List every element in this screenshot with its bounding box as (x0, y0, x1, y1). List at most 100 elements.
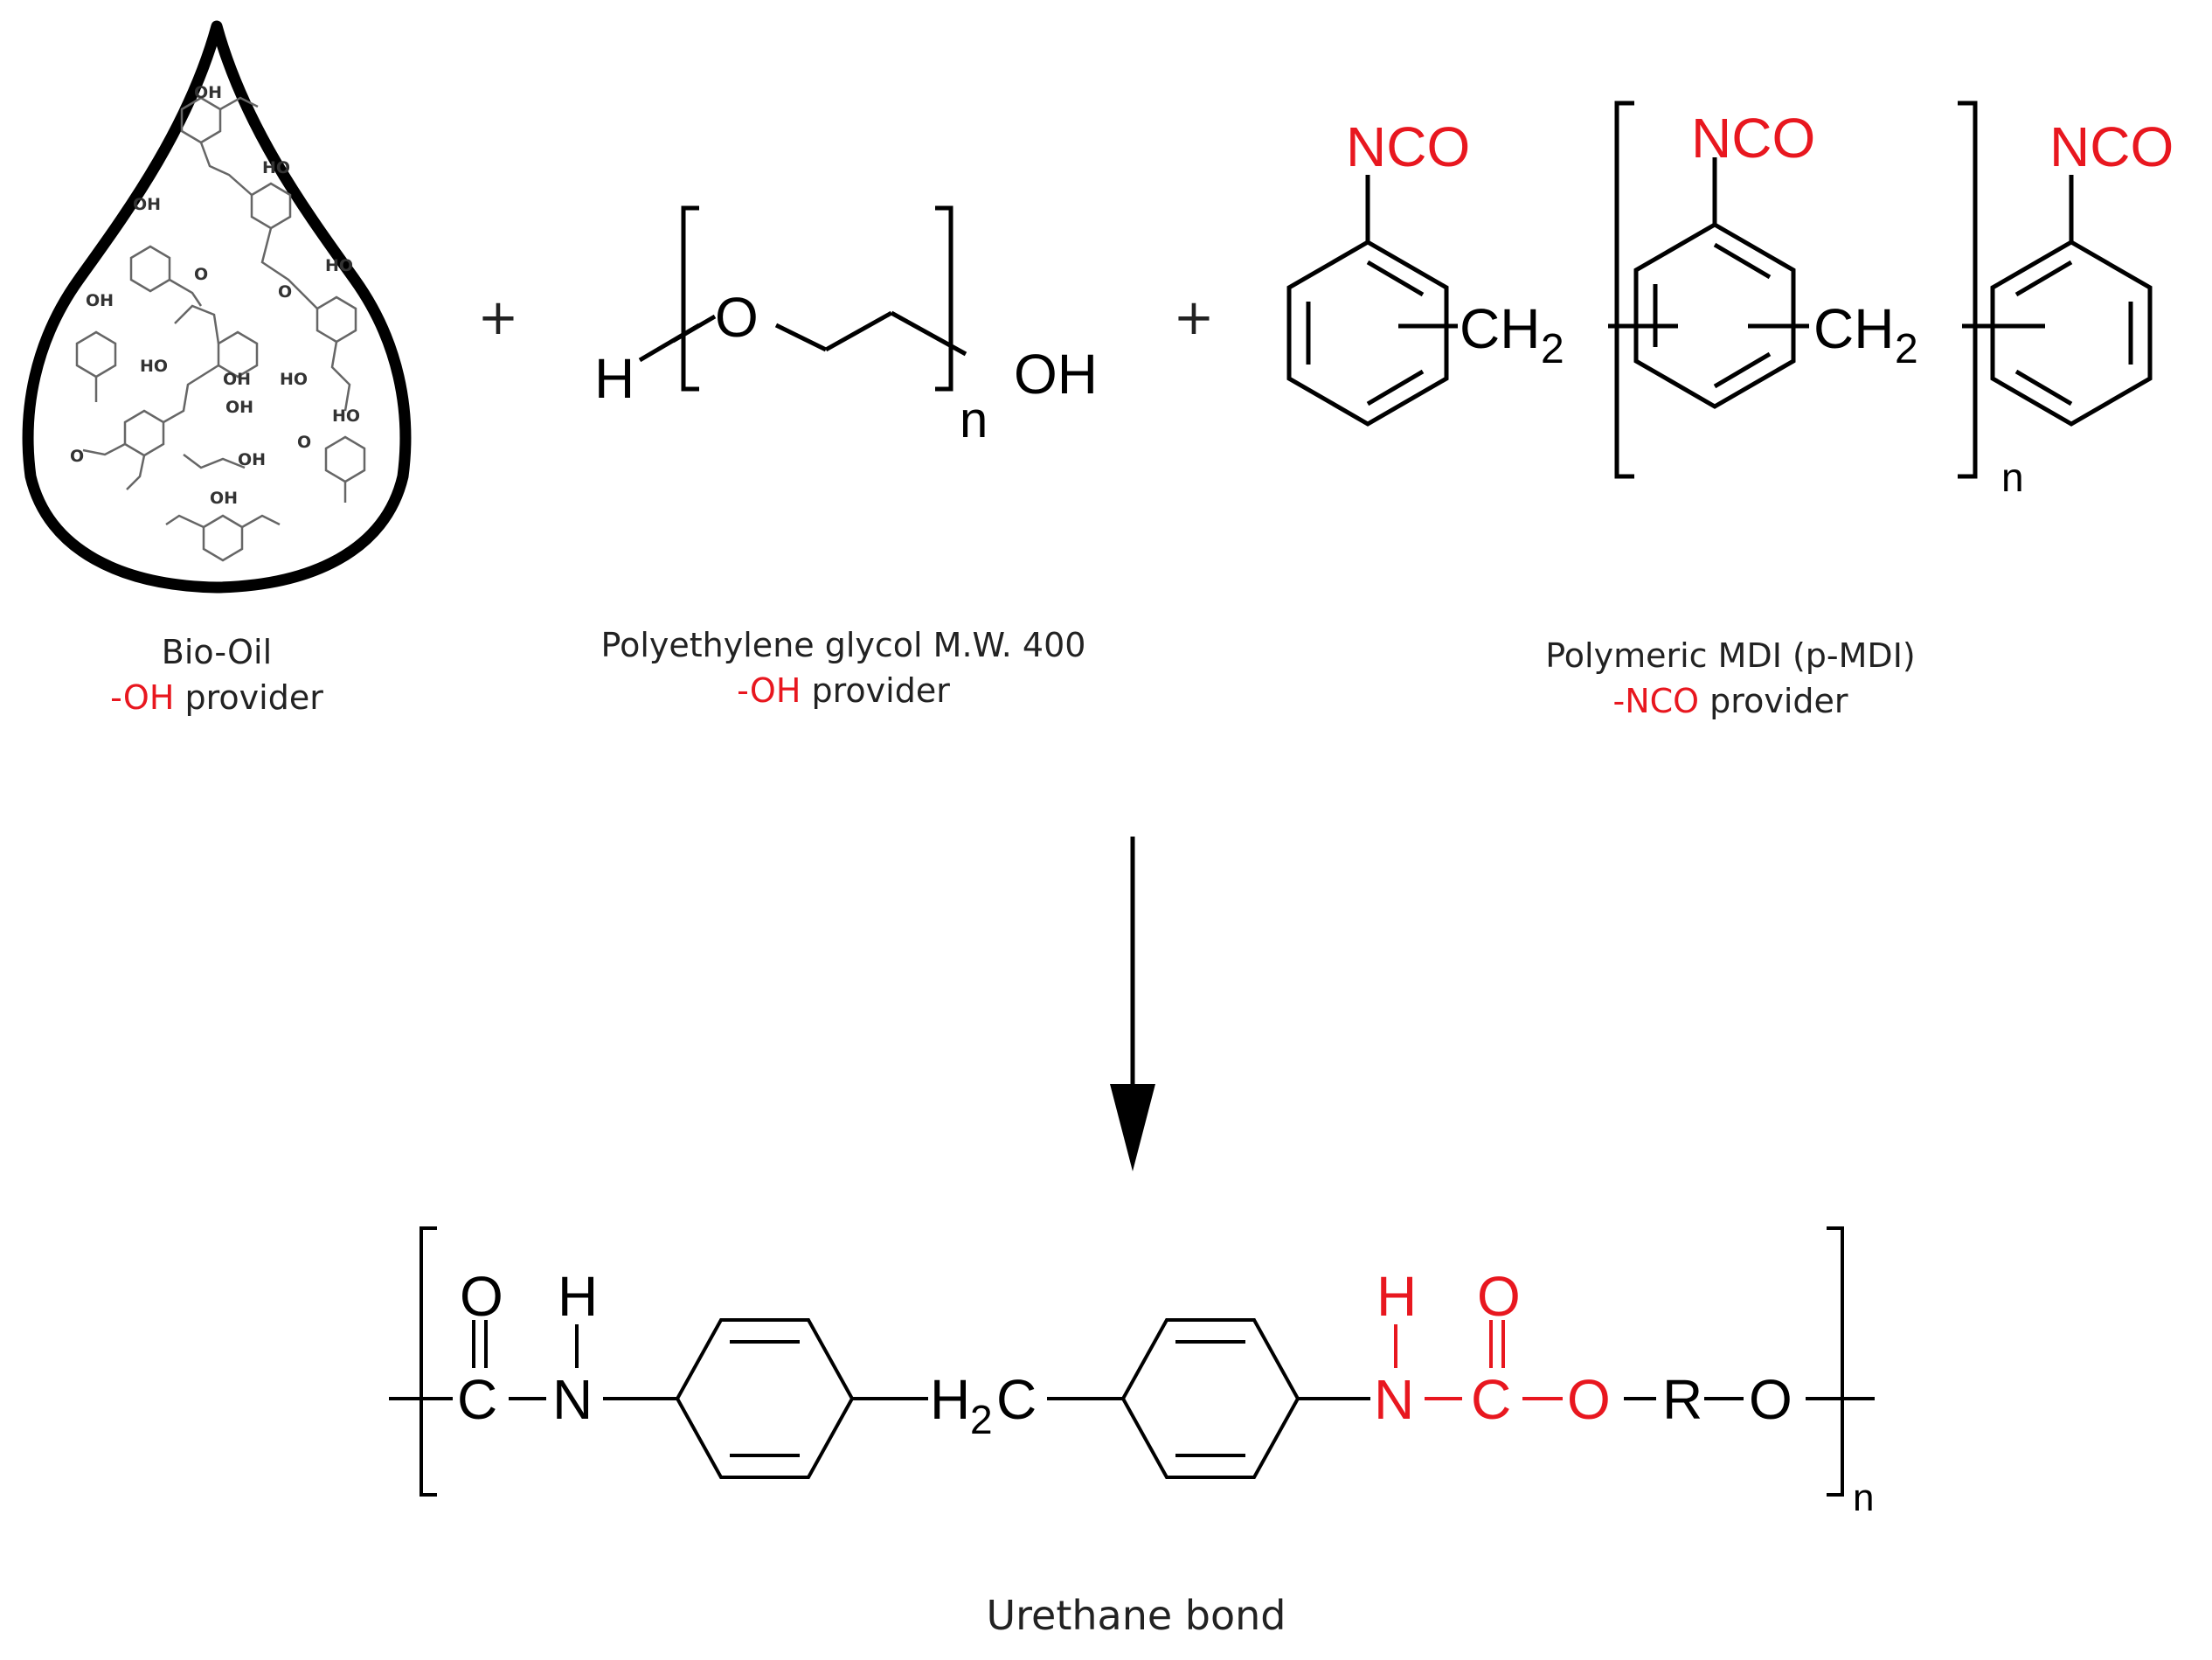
droplet-label: OH (223, 370, 251, 389)
peg-structure (638, 205, 967, 392)
product-repeat-n: n (1853, 1476, 1874, 1519)
product-bracket-right (1827, 1226, 1844, 1497)
bio-oil-role-text: provider (174, 678, 323, 717)
peg-role-group: -OH (737, 671, 801, 710)
sketch-bond (174, 304, 220, 344)
peg-role-text: provider (801, 671, 950, 710)
bio-oil-caption: Bio-Oil -OH provider (42, 629, 392, 720)
peg-labels: H O n OH (594, 286, 1098, 448)
droplet-label: HO (332, 406, 360, 426)
droplet-label: OH (210, 489, 238, 508)
pmdi-caption: Polymeric MDI (p-MDI) -NCO provider (1468, 633, 1993, 724)
sketch-bond (169, 278, 203, 307)
peg-bond (774, 323, 828, 352)
sketch-bond (183, 454, 246, 469)
urethane-h-atom: H (1376, 1265, 1417, 1328)
sketch-bond (165, 514, 205, 529)
peg-o-atom: O (715, 286, 759, 349)
pmdi-ch2-label: CH (1460, 297, 1540, 360)
urethane-caption: Urethane bond (874, 1593, 1398, 1638)
droplet-label: O (194, 265, 208, 284)
pmdi-bracket-left (1614, 101, 1634, 479)
plus-sign: + (1174, 289, 1215, 346)
pmdi-ring-right (1990, 175, 2153, 427)
carbonyl-o-atom: O (460, 1265, 503, 1328)
pmdi-repeat-n: n (2001, 455, 2024, 500)
bio-oil-droplet: OH HO OH OH HO HO OH HO OH HO OH OH O O … (22, 20, 412, 594)
r-group: R (1662, 1368, 1702, 1431)
droplet-label: OH (238, 450, 266, 469)
urethane-ester-o-atom: O (1567, 1368, 1611, 1431)
urethane-c-atom: C (1471, 1368, 1511, 1431)
bio-oil-role: -OH provider (42, 675, 392, 720)
droplet-label: OH (225, 398, 253, 417)
droplet-label: HO (325, 256, 353, 275)
pmdi-role-group: -NCO (1612, 682, 1700, 720)
bio-oil-group-labels: OH HO OH OH HO HO OH HO OH HO OH OH O O … (70, 83, 360, 508)
bio-oil-molecule-sketches (75, 96, 366, 562)
droplet-label: OH (194, 83, 222, 102)
peg-repeat-n: n (960, 392, 988, 448)
bio-oil-role-group: -OH (110, 678, 175, 717)
urethane-name: Urethane bond (986, 1592, 1286, 1639)
urethane-structure (389, 1226, 1875, 1497)
peg-bond (671, 314, 717, 344)
droplet-label: O (278, 282, 292, 302)
ether-o-atom: O (1749, 1368, 1792, 1431)
carbonyl-c-atom: C (457, 1368, 497, 1431)
methylene-c-atom: C (996, 1368, 1037, 1431)
sketch-bond (82, 442, 126, 456)
methylene-h-atom: H (930, 1368, 970, 1431)
urethane-o-atom: O (1477, 1265, 1521, 1328)
sketch-ring (129, 245, 171, 293)
peg-bond (890, 310, 967, 357)
product-ring-left (675, 1318, 855, 1479)
pmdi-bracket-right (1958, 101, 1978, 479)
pmdi-structure (1286, 101, 2153, 479)
droplet-label: HO (262, 158, 290, 177)
product-bracket-left (420, 1226, 437, 1497)
peg-h-atom: H (594, 347, 634, 410)
pmdi-ch2-label: CH (1813, 297, 1894, 360)
pmdi-nco-label: NCO (1691, 107, 1815, 170)
pmdi-role: -NCO provider (1468, 678, 1993, 724)
peg-bond (824, 310, 893, 352)
pmdi-ring-middle (1633, 157, 1796, 409)
pmdi-name: Polymeric MDI (p-MDI) (1545, 636, 1916, 675)
peg-bracket-right (935, 205, 953, 392)
bio-oil-name: Bio-Oil (161, 633, 273, 671)
product-ring-right (1120, 1318, 1300, 1479)
peg-name: Polyethylene glycol M.W. 400 (600, 626, 1086, 664)
amine-h-atom: H (558, 1265, 598, 1328)
peg-role: -OH provider (529, 668, 1158, 713)
droplet-label: HO (280, 370, 308, 389)
reaction-arrow (1110, 837, 1155, 1171)
droplet-label: OH (133, 195, 161, 214)
urethane-labels: O H C N H 2 C H O N C O R O n (457, 1265, 1874, 1519)
pmdi-nco-label: NCO (2049, 115, 2174, 178)
droplet-label: OH (86, 291, 114, 310)
peg-oh-group: OH (1014, 343, 1098, 406)
amine-n-atom: N (552, 1368, 593, 1431)
sketch-bond (330, 341, 351, 412)
pmdi-ch2-subscript: 2 (1895, 326, 1918, 372)
pmdi-role-text: provider (1699, 682, 1848, 720)
sketch-bond (260, 227, 318, 309)
pmdi-labels: NCO NCO NCO CH 2 CH 2 n (1346, 107, 2174, 500)
sketch-bond (199, 142, 253, 196)
sketch-bond (219, 96, 259, 111)
plus-sign: + (478, 289, 519, 346)
methylene-subscript: 2 (970, 1397, 993, 1442)
peg-caption: Polyethylene glycol M.W. 400 -OH provide… (529, 622, 1158, 713)
droplet-label: HO (140, 357, 168, 376)
peg-bracket-left (681, 205, 699, 392)
droplet-label: O (297, 433, 311, 452)
sketch-bond (126, 455, 146, 490)
pmdi-ch2-subscript: 2 (1541, 326, 1564, 372)
droplet-label: O (70, 447, 84, 466)
sketch-bond (163, 364, 219, 424)
pmdi-nco-label: NCO (1346, 115, 1470, 178)
pmdi-ring-left (1286, 175, 1449, 427)
urethane-n-atom: N (1374, 1368, 1414, 1431)
